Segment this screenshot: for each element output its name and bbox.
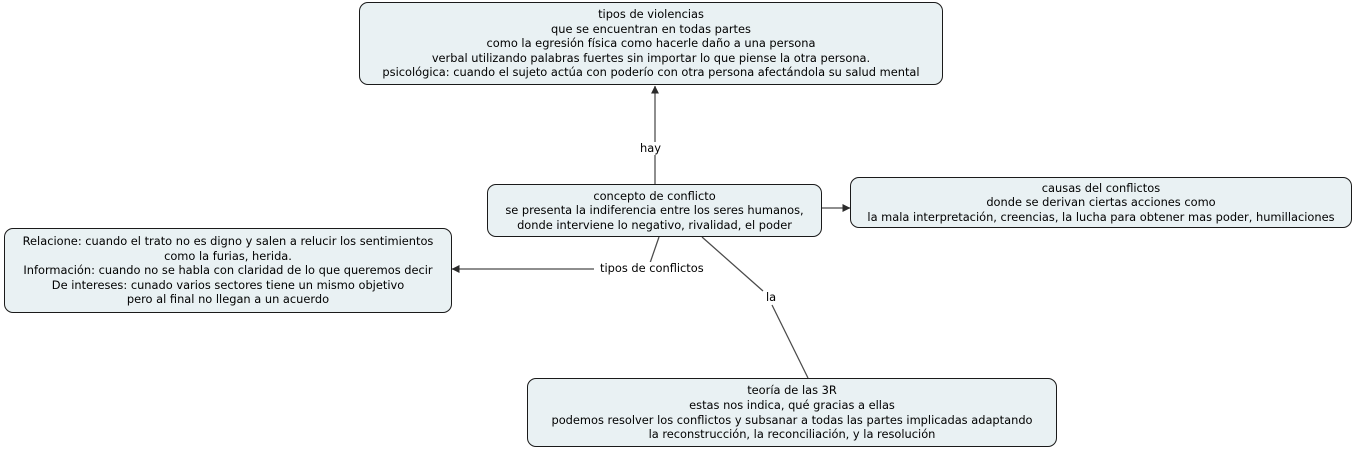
edge-label-tipos-de-conflictos: tipos de conflictos (598, 261, 706, 275)
node-teoria-de-las-3r[interactable]: teoría de las 3R estas nos indica, qué g… (527, 378, 1057, 447)
node-concepto-de-conflicto[interactable]: concepto de conflicto se presenta la ind… (487, 184, 822, 237)
edge-label-hay: hay (638, 141, 663, 155)
edge-teoria3r-lower (771, 304, 809, 379)
node-tipos-de-conflictos[interactable]: Relacione: cuando el trato no es digno y… (4, 228, 452, 313)
edge-concepto-tipos (649, 236, 660, 264)
node-tipos-de-violencias[interactable]: tipos de violencias que se encuentran en… (359, 2, 943, 85)
edge-concepto-teoria3r (701, 236, 764, 292)
node-causas-del-conflictos[interactable]: causas del conflictos donde se derivan c… (850, 177, 1352, 228)
edge-label-la: la (764, 290, 779, 304)
